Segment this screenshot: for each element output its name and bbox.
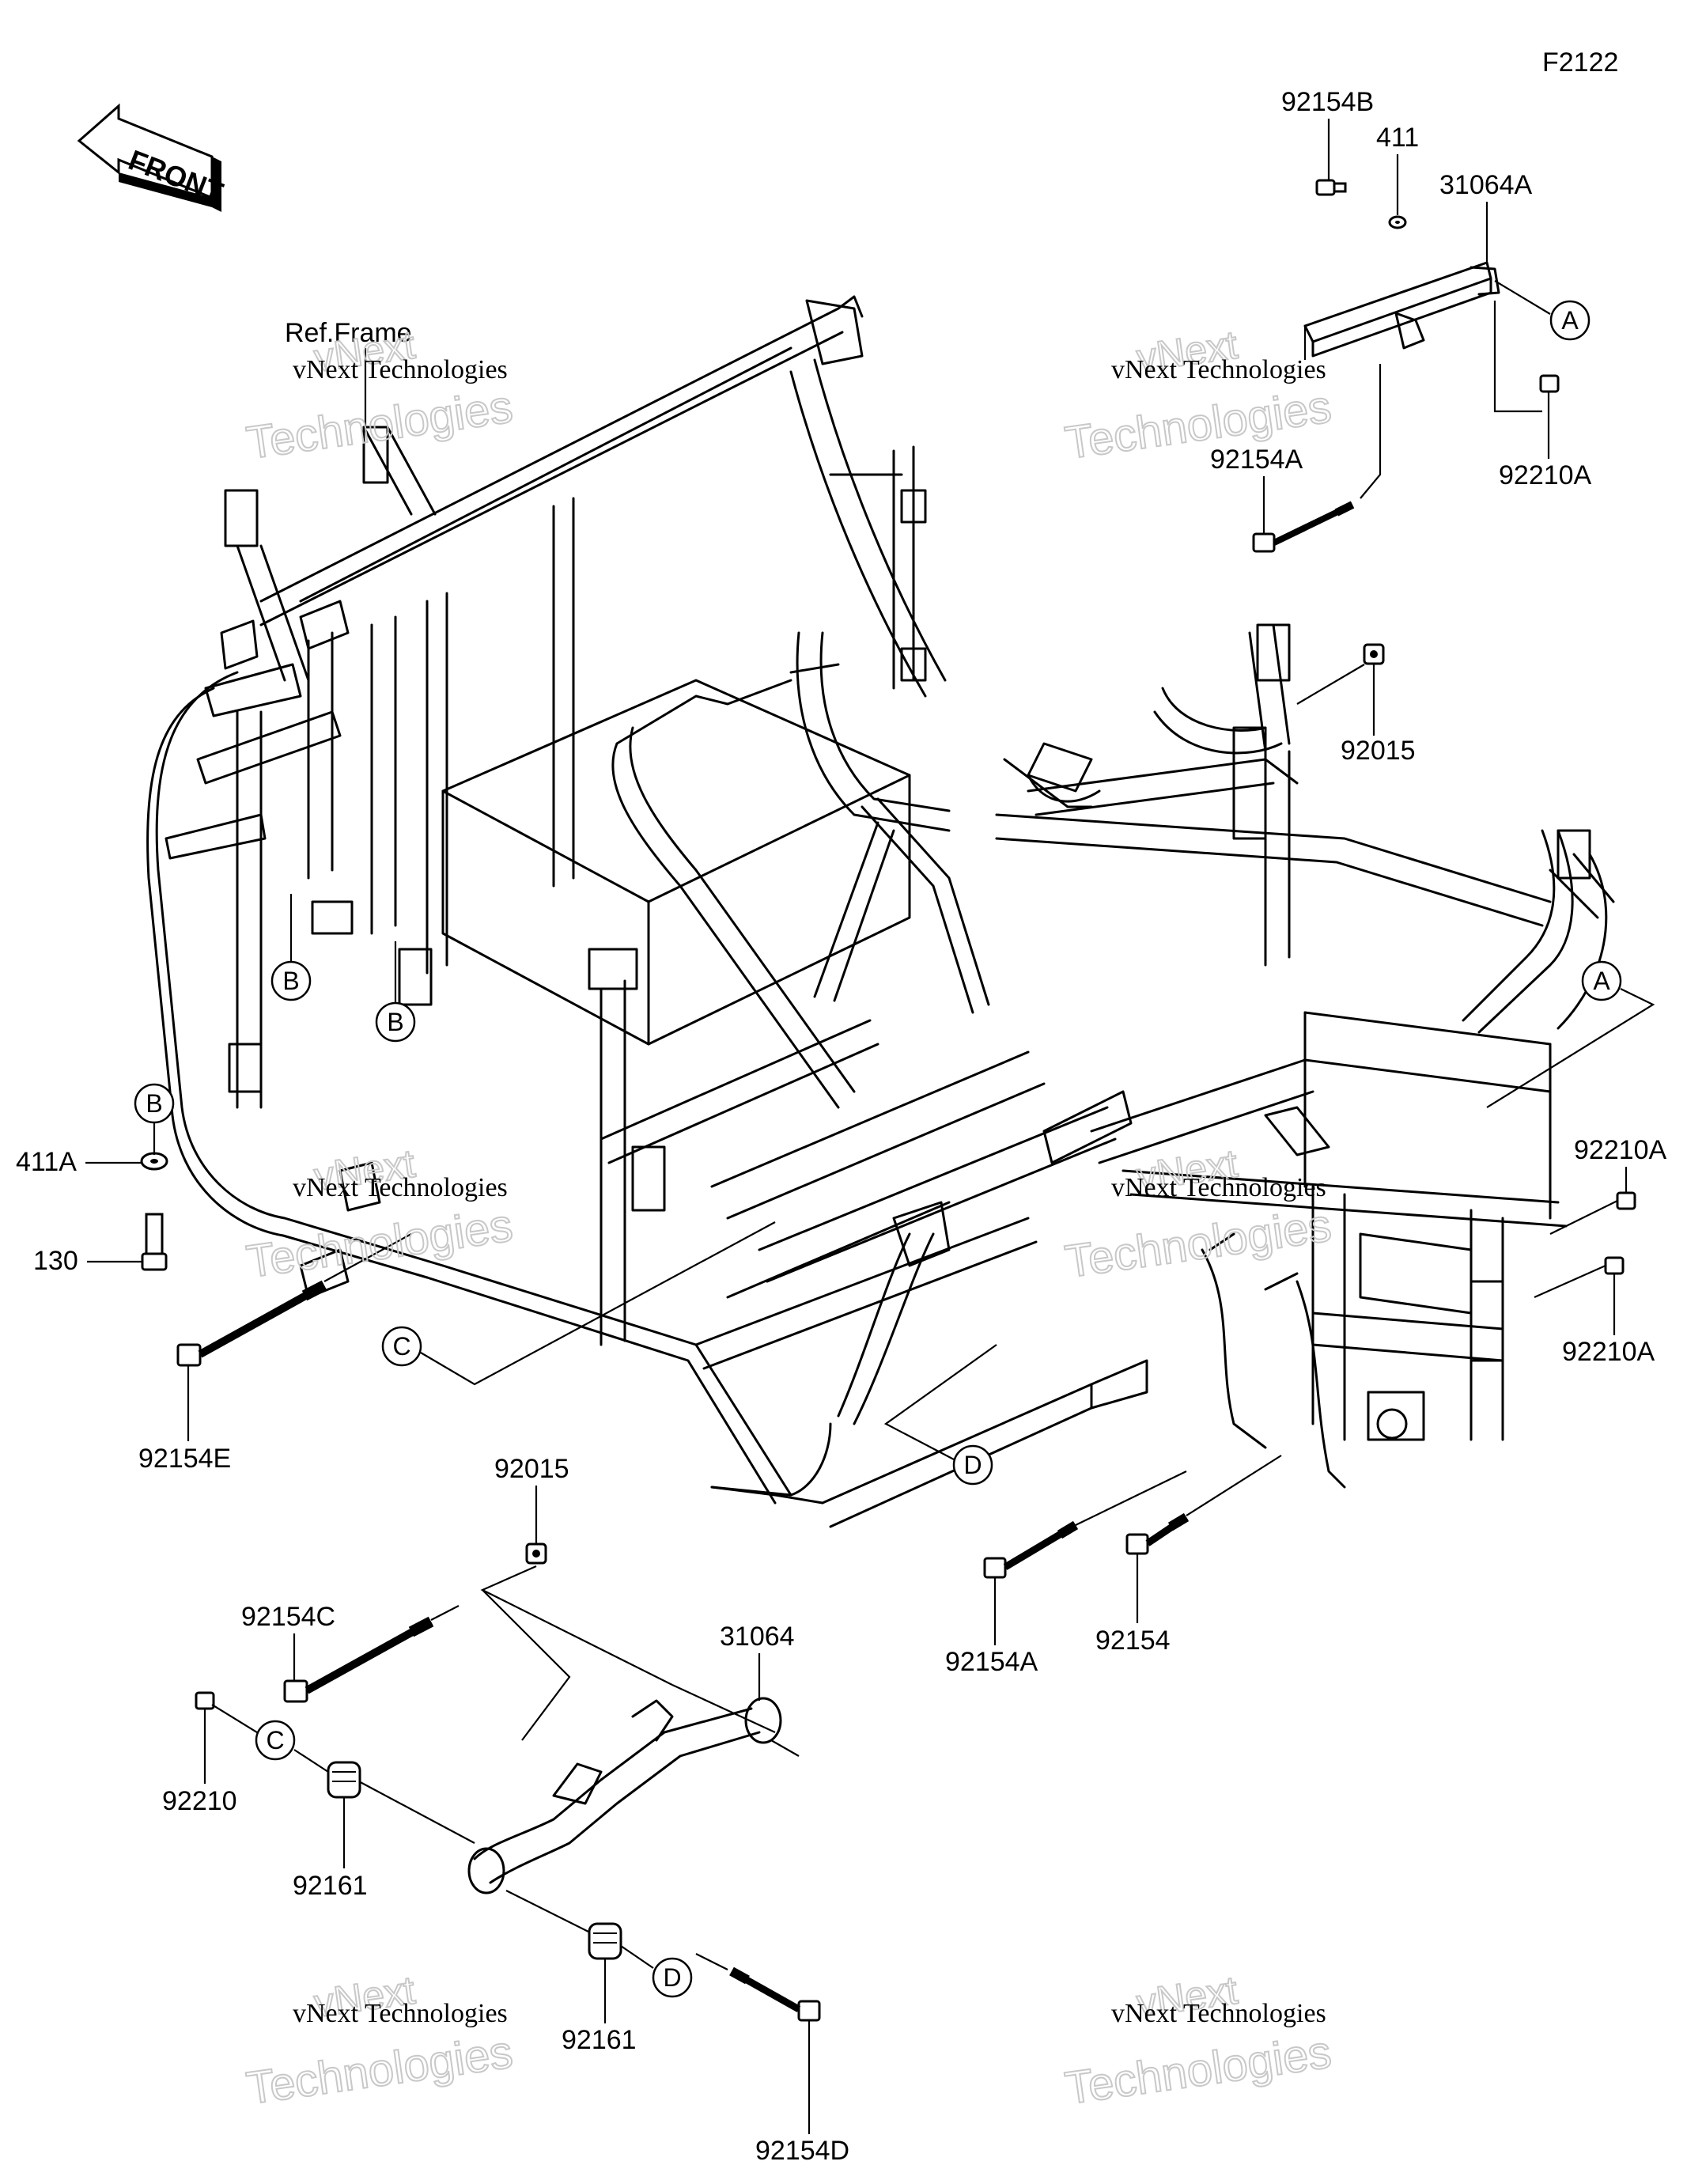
bolt-92154A-lower-icon — [983, 1520, 1079, 1579]
label-92154D: 92154D — [755, 2136, 849, 2166]
vehicle-frame — [146, 295, 1615, 1528]
svg-text:vNext Technologies: vNext Technologies — [1111, 355, 1326, 384]
nut-92210A-mid1-icon — [1616, 1191, 1636, 1210]
label-92154B: 92154B — [1281, 87, 1374, 117]
nut-92210-icon — [195, 1691, 215, 1710]
cross-member-31064 — [467, 1697, 782, 1894]
callout-B-frame2: B — [375, 1001, 416, 1043]
watermark-lower-right: vNext vNext Technologies Technologies — [1061, 1967, 1335, 2115]
nut-92210A-mid2-icon — [1604, 1256, 1625, 1275]
label-92161-b: 92161 — [562, 2025, 637, 2055]
front-arrow-icon: FRONT — [77, 103, 228, 212]
svg-text:A: A — [1561, 306, 1579, 335]
label-130: 130 — [33, 1246, 78, 1276]
bolt-92154A-top-icon — [1252, 501, 1355, 553]
cross-member-31064A — [1303, 261, 1500, 358]
ref-frame-label: Ref.Frame — [285, 318, 412, 348]
label-92210A-mid1: 92210A — [1574, 1135, 1667, 1165]
washer-411A-icon — [140, 1152, 168, 1171]
label-92015-lower: 92015 — [494, 1454, 569, 1484]
label-92154E: 92154E — [138, 1444, 231, 1474]
label-92210: 92210 — [162, 1786, 237, 1816]
watermark-middle-right: vNext vNext Technologies Technologies — [1061, 1141, 1335, 1289]
bushing-92161-b-icon — [588, 1922, 622, 1960]
svg-text:vNext Technologies: vNext Technologies — [1111, 1999, 1326, 2028]
bolt-92154D-icon — [729, 1966, 821, 2022]
svg-text:D: D — [663, 1963, 681, 1992]
bushing-92161-a-icon — [327, 1761, 361, 1799]
svg-text:C: C — [266, 1726, 284, 1754]
svg-text:vNext Technologies: vNext Technologies — [293, 355, 508, 384]
svg-text:Technologies: Technologies — [1062, 2026, 1334, 2114]
svg-text:Technologies: Technologies — [244, 2026, 516, 2114]
bolt-92154B-icon — [1315, 179, 1347, 196]
svg-text:B: B — [282, 967, 299, 995]
bolt-130-icon — [141, 1213, 168, 1271]
nut-92210A-top-icon — [1539, 374, 1560, 393]
svg-text:D: D — [963, 1451, 982, 1479]
washer-411-icon — [1388, 215, 1407, 229]
svg-text:B: B — [387, 1008, 403, 1036]
watermark-middle-left: vNext vNext Technologies Technologies — [243, 1141, 516, 1289]
callout-B-frame1: B — [270, 960, 312, 1001]
label-92154A-lower: 92154A — [945, 1647, 1038, 1677]
label-411: 411 — [1376, 123, 1419, 153]
bolt-92154-icon — [1125, 1512, 1190, 1555]
callout-A-top: A — [1549, 300, 1591, 341]
label-92154C: 92154C — [241, 1602, 335, 1632]
nut-92015-lower-icon — [525, 1542, 547, 1565]
bolt-92154C-icon — [283, 1616, 434, 1703]
label-92154: 92154 — [1095, 1626, 1171, 1656]
label-31064: 31064 — [720, 1622, 795, 1652]
callout-A-right: A — [1581, 960, 1622, 1001]
label-92015-top: 92015 — [1341, 736, 1416, 766]
label-92161-a: 92161 — [293, 1871, 368, 1901]
label-411A: 411A — [16, 1147, 77, 1177]
nut-92015-top-icon — [1363, 643, 1385, 665]
svg-text:vNext Technologies: vNext Technologies — [293, 1999, 508, 2028]
label-92210A-top: 92210A — [1499, 460, 1592, 490]
svg-text:A: A — [1593, 967, 1610, 995]
label-92154A-top: 92154A — [1210, 445, 1303, 475]
svg-text:C: C — [392, 1332, 410, 1361]
callout-C-lower: C — [255, 1720, 296, 1761]
callout-C-frame: C — [381, 1326, 422, 1367]
callout-D-frame: D — [952, 1444, 993, 1486]
label-92210A-mid2: 92210A — [1562, 1337, 1655, 1367]
bolt-92154E-icon — [176, 1280, 327, 1367]
label-31064A: 31064A — [1439, 170, 1533, 200]
svg-text:vNext Technologies: vNext Technologies — [1111, 1173, 1326, 1202]
callout-D-lower: D — [652, 1957, 693, 1998]
watermark-lower-left: vNext vNext Technologies Technologies — [243, 1967, 516, 2115]
diagram-code: F2122 — [1542, 47, 1618, 78]
callout-B-left: B — [134, 1083, 175, 1124]
svg-text:B: B — [146, 1089, 162, 1118]
svg-text:vNext Technologies: vNext Technologies — [293, 1173, 508, 1202]
